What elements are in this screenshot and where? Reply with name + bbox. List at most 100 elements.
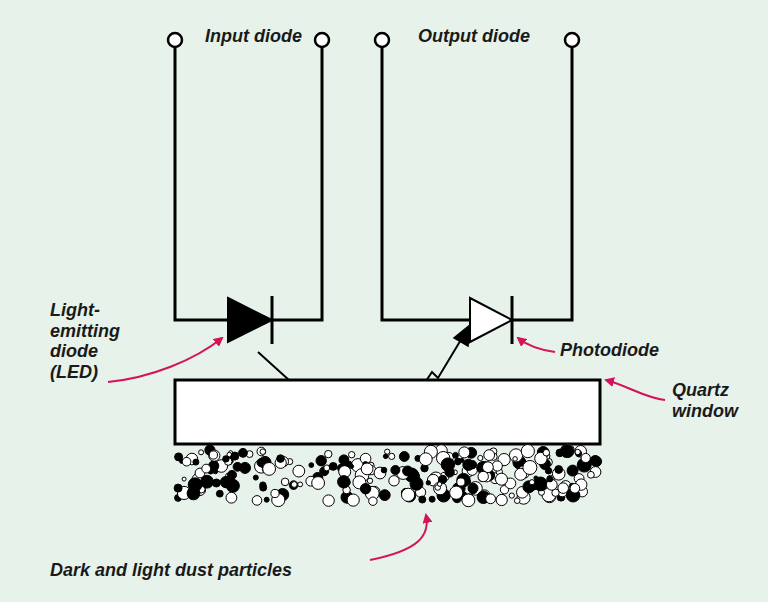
dust-particle [457,478,465,486]
dust-particle [514,498,520,504]
dust-particle [426,481,430,485]
dust-particles [174,444,602,507]
dust-particle [223,456,229,462]
dust-label: Dark and light dust particles [50,560,292,581]
dust-particle [187,487,200,500]
dust-particle [347,494,359,506]
dust-particle [419,453,432,466]
dust-particle [575,449,580,454]
dust-particle [202,464,211,473]
dust-particle [260,449,266,455]
photodiode-label: Photodiode [560,340,659,361]
dust-particle [309,463,314,468]
dust-particle [484,450,495,461]
dust-particle [264,497,269,502]
dust-particle [478,455,483,460]
dust-particle [338,476,350,488]
dust-particle [199,450,204,455]
dust-particle [193,459,199,465]
dust-particle [182,457,191,466]
dust-particle [437,482,441,486]
leader-line [606,380,665,400]
dust-particle [383,454,388,459]
dust-particle [521,445,534,458]
dust-particle [434,482,447,495]
dust-particle [496,473,508,485]
dust-particle [379,490,390,501]
dust-particle [547,476,553,482]
dust-particle [349,452,355,458]
dust-particle [293,465,305,477]
dust-particle [316,456,326,466]
dust-particle [450,486,463,499]
dust-particle [509,449,522,462]
led-symbol [228,298,272,342]
dust-particle [462,494,475,507]
dust-particle [339,455,349,465]
dust-particle [228,470,237,479]
dust-particle [429,496,435,502]
dust-particle [403,466,413,476]
dust-particle [399,452,409,462]
dust-particle [298,482,303,487]
dust-particle [291,482,297,488]
output-wire [382,47,470,320]
dust-particle [460,458,464,462]
dust-particle [534,476,538,480]
dust-particle [534,477,548,491]
dust-particle [391,466,400,475]
terminal [565,33,579,47]
dust-particle [240,462,251,473]
dust-particle [289,481,298,490]
leader-line [518,338,555,352]
dust-particle [529,480,534,485]
circuit-wires [175,47,572,320]
photodiode-symbol [470,298,512,342]
dust-particle [555,466,563,474]
dust-particle [350,464,354,468]
dust-particle [410,477,423,490]
dust-particle [209,451,217,459]
dust-particle [588,471,595,478]
dust-particle [389,476,399,486]
dust-particle [253,475,258,480]
dust-particle [543,449,550,456]
led-bar [271,296,274,344]
dust-particle [213,469,218,474]
dust-particle [389,453,395,459]
dust-particle [402,488,415,501]
dust-particle [360,484,370,494]
input-label: Input diode [205,26,302,47]
dust-particle [457,473,470,486]
dust-particle [581,453,590,462]
leader-lines [108,338,665,560]
dust-particle [441,458,454,471]
dust-particle [419,496,426,503]
photodiode-bar [511,296,514,344]
input-wire [272,47,322,320]
dust-particle [257,447,266,456]
leader-line [108,338,222,382]
dust-particle [231,452,239,460]
dust-particle [252,496,262,506]
dust-particle [271,489,279,497]
dust-particle [558,483,569,494]
dust-particle [260,482,266,488]
dust-particle [468,461,476,469]
dust-particle [239,448,248,457]
dust-particle [561,445,574,458]
dust-particle [453,452,459,458]
terminal [168,33,182,47]
dust-particle [513,457,518,462]
dust-particle [323,495,334,506]
terminal [375,33,389,47]
dust-particle [361,463,373,475]
dust-particle [209,450,220,461]
dust-particle [226,492,237,503]
dust-particle [492,461,502,471]
led-label: Light-emitting diode (LED) [50,300,150,383]
dust-particle [174,484,182,492]
dust-particle [381,467,387,473]
dust-particle [312,477,325,490]
